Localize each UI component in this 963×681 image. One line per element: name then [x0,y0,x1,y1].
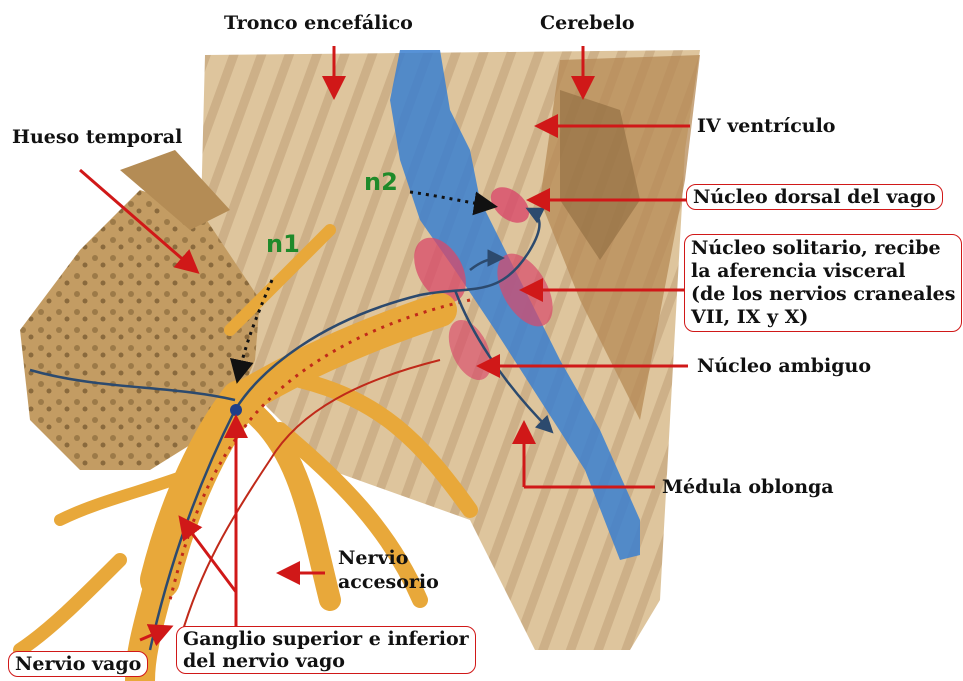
label-iv-ventriculo: IV ventrículo [697,115,835,137]
nervio-accesorio-line-1: Nervio [338,546,439,570]
label-n2: n2 [364,168,398,196]
label-ganglio: Ganglio superior e inferior del nervio v… [176,626,476,674]
label-n1: n1 [266,230,300,258]
label-hueso-temporal: Hueso temporal [12,126,182,148]
label-medula-oblonga: Médula oblonga [662,476,834,498]
label-tronco-encefalico: Tronco encefálico [224,12,413,34]
arrow-ganglio-2 [182,520,236,592]
label-nucleo-dorsal: Núcleo dorsal del vago [686,184,943,210]
nucleo-solitario-line-2: la aferencia visceral [691,260,955,283]
label-nervio-vago: Nervio vago [8,651,148,677]
label-nervio-accesorio: Nervio accesorio [338,546,439,594]
label-cerebelo: Cerebelo [540,12,635,34]
nucleo-solitario-line-1: Núcleo solitario, recibe [691,237,955,260]
nervio-accesorio-line-2: accesorio [338,570,439,594]
ganglio-line-1: Ganglio superior e inferior [183,628,469,650]
ganglio-line-2: del nervio vago [183,650,469,672]
nucleo-solitario-line-4: VII, IX y X) [691,306,955,329]
label-nucleo-ambiguo: Núcleo ambiguo [697,355,871,377]
nucleo-solitario-line-3: (de los nervios craneales [691,283,955,306]
ganglion-dot [230,404,242,416]
label-nucleo-solitario: Núcleo solitario, recibe la aferencia vi… [684,234,962,332]
